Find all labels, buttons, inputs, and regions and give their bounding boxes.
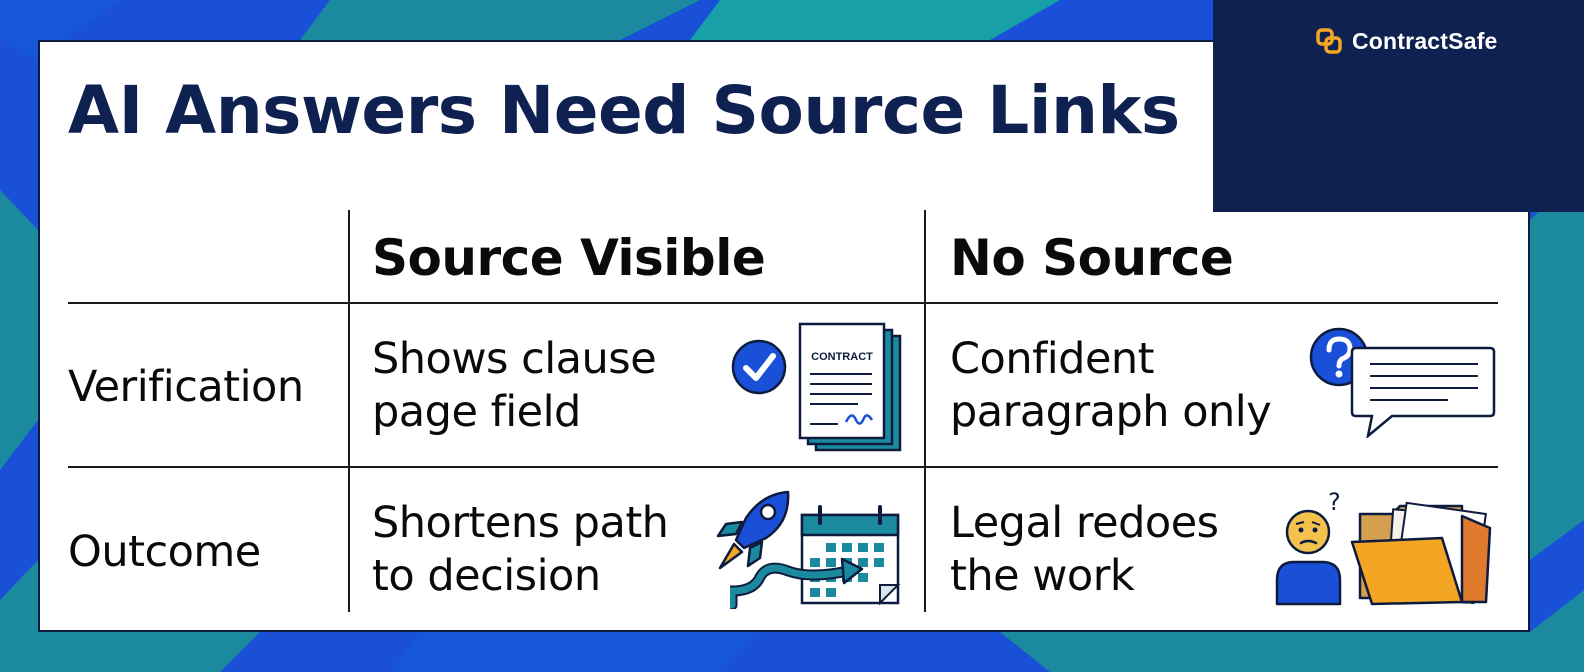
svg-text:?: ? <box>1328 488 1341 516</box>
contract-document-icon: CONTRACT <box>798 322 902 452</box>
checkmark-badge-icon <box>731 339 787 395</box>
page-title: AI Answers Need Source Links <box>68 72 1180 149</box>
cell-line: Legal redoes <box>950 498 1219 548</box>
cell-line: page field <box>372 387 581 437</box>
table-divider-2 <box>924 210 926 612</box>
contractsafe-logo-icon <box>1316 28 1342 54</box>
cell-verification-no-source: Confident paragraph only <box>950 333 1272 439</box>
cell-line: to decision <box>372 551 601 601</box>
cell-line: the work <box>950 551 1135 601</box>
cell-outcome-no-source: Legal redoes the work <box>950 497 1219 603</box>
cell-outcome-source-visible: Shortens path to decision <box>372 497 669 603</box>
brand-name: ContractSafe <box>1352 27 1498 54</box>
calendar-icon <box>730 505 901 609</box>
table-divider-1 <box>348 210 350 612</box>
contract-label: CONTRACT <box>811 351 873 363</box>
cell-line: Shows clause <box>372 334 657 384</box>
rocket-icon <box>716 490 790 570</box>
cell-line: paragraph only <box>950 387 1272 437</box>
brand-panel <box>1213 0 1584 212</box>
table-rule-header <box>68 302 1498 304</box>
open-folder-icon <box>1350 501 1492 606</box>
cell-verification-source-visible: Shows clause page field <box>372 333 657 439</box>
cell-line: Shortens path <box>372 498 669 548</box>
row-header-verification: Verification <box>68 362 304 412</box>
table-rule-row <box>68 466 1498 468</box>
column-header-no-source: No Source <box>950 229 1234 287</box>
brand-logo: ContractSafe <box>1314 24 1498 58</box>
speech-bubble-icon <box>1350 346 1496 438</box>
confused-person-icon: ? <box>1275 488 1342 606</box>
cell-line: Confident <box>950 334 1155 384</box>
column-header-source-visible: Source Visible <box>372 229 766 287</box>
row-header-outcome: Outcome <box>68 527 261 577</box>
